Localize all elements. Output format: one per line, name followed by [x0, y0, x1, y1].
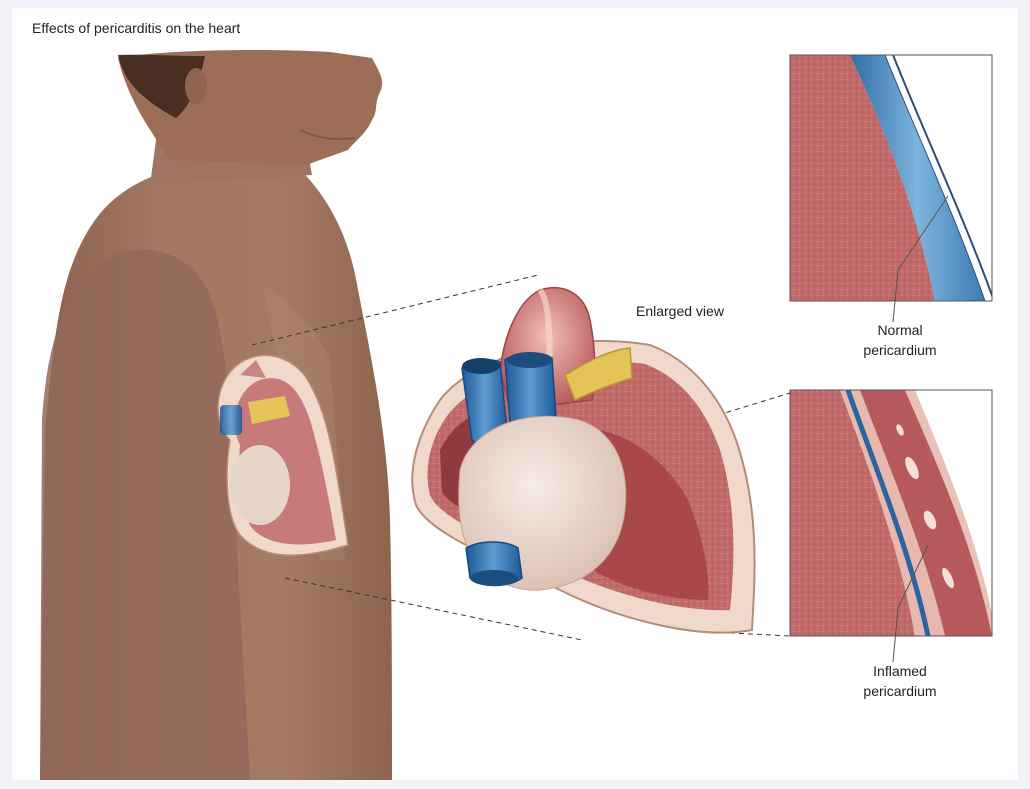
- inflamed-caption-line-2: pericardium: [820, 681, 980, 701]
- torso: [40, 50, 392, 780]
- inset-inflamed-pericardium: [790, 390, 996, 662]
- ear: [185, 68, 207, 104]
- enlarged-heart: [412, 288, 754, 633]
- enlarged-view-label: Enlarged view: [636, 302, 724, 320]
- inflamed-pericardium-caption: Inflamed pericardium: [820, 661, 980, 701]
- normal-caption-line-1: Normal: [820, 320, 980, 340]
- arm: [40, 250, 250, 780]
- figure-title: Effects of pericarditis on the heart: [32, 19, 240, 37]
- normal-pericardium-caption: Normal pericardium: [820, 320, 980, 360]
- inset-normal-pericardium: [790, 55, 994, 322]
- normal-caption-line-2: pericardium: [820, 340, 980, 360]
- inflamed-caption-line-1: Inflamed: [820, 661, 980, 681]
